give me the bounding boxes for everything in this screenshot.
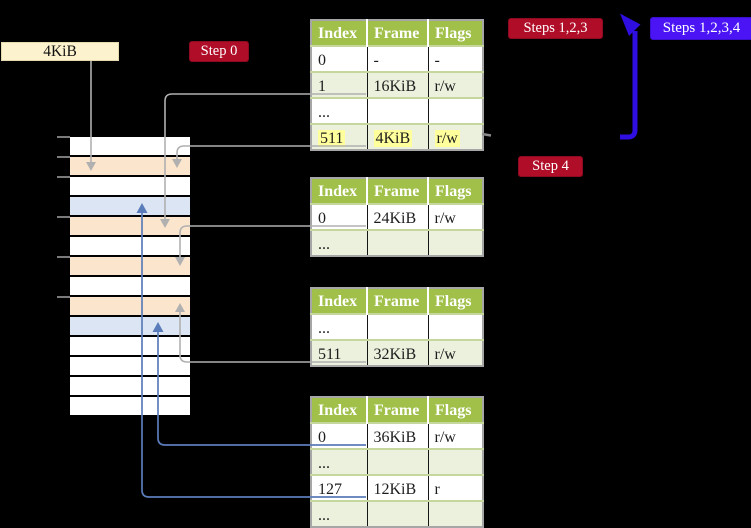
memory-row-blue <box>70 317 190 337</box>
cell-flags: r/w <box>427 422 483 449</box>
table-row: ... <box>311 500 483 527</box>
memory-row-orange <box>70 297 190 317</box>
cell-flags <box>427 448 483 475</box>
cell-index: ... <box>311 500 367 527</box>
table-row: 511 32KiB r/w <box>311 339 483 366</box>
table-row: 0 24KiB r/w <box>311 203 483 230</box>
frame-size-label: 4KiB <box>1 42 119 61</box>
cell-flags <box>427 313 483 340</box>
cell-flags: - <box>427 45 483 72</box>
cell-frame <box>366 448 428 475</box>
memory-row-white <box>70 337 190 357</box>
table-header-row: Index Frame Flags <box>311 178 483 204</box>
table-row: ... <box>311 313 483 340</box>
memory-row-orange <box>70 217 190 237</box>
table-header-row: Index Frame Flags <box>311 20 483 46</box>
column-header-frame: Frame <box>366 20 428 46</box>
highlighted-value: 4KiB <box>373 129 413 147</box>
cell-index: 0 <box>311 203 367 230</box>
badge-step-4: Step 4 <box>518 156 583 177</box>
memory-row-blue <box>70 197 190 217</box>
memory-row-white <box>70 357 190 377</box>
memory-row-white <box>70 137 190 157</box>
badge-step-0-text: Step 0 <box>200 43 238 60</box>
cell-frame <box>366 500 428 527</box>
cell-frame <box>366 313 428 340</box>
column-header-flags: Flags <box>427 20 483 46</box>
cell-frame: 36KiB <box>366 422 428 449</box>
page-table-3: Index Frame Flags ... 511 32KiB r/w <box>310 287 484 367</box>
table-header-row: Index Frame Flags <box>311 288 483 314</box>
cell-index: 0 <box>311 422 367 449</box>
steps-loop-arrow <box>620 13 641 140</box>
address-tick-marks <box>57 136 70 298</box>
column-header-index: Index <box>311 397 367 423</box>
column-header-index: Index <box>311 288 367 314</box>
memory-row-white <box>70 397 190 417</box>
table-row: 127 12KiB r <box>311 474 483 501</box>
highlighted-value: 511 <box>318 129 346 147</box>
memory-row-orange <box>70 157 190 177</box>
cell-frame: 12KiB <box>366 474 428 501</box>
column-header-index: Index <box>311 178 367 204</box>
cell-frame: 4KiB <box>366 123 428 150</box>
cell-index: ... <box>311 97 367 124</box>
table-row: ... <box>311 448 483 475</box>
page-table-1: Index Frame Flags 0 - - 1 16KiB r/w ... … <box>310 19 484 151</box>
frame-size-label-text: 4KiB <box>43 42 77 60</box>
cell-frame: 24KiB <box>366 203 428 230</box>
cell-index: 511 <box>311 123 367 150</box>
cell-frame: 32KiB <box>366 339 428 366</box>
cell-frame <box>366 97 428 124</box>
cell-index: ... <box>311 313 367 340</box>
column-header-frame: Frame <box>366 397 428 423</box>
cell-flags: r/w <box>427 339 483 366</box>
cell-index: 0 <box>311 45 367 72</box>
cell-flags: r/w <box>427 123 483 150</box>
cell-flags: r <box>427 474 483 501</box>
column-header-frame: Frame <box>366 178 428 204</box>
table-row: 0 - - <box>311 45 483 72</box>
cell-flags: r/w <box>427 203 483 230</box>
page-table-4: Index Frame Flags 0 36KiB r/w ... 127 12… <box>310 396 484 528</box>
badge-step-4-text: Step 4 <box>532 158 569 175</box>
badge-steps-1-2-3-4-text: Steps 1,2,3,4 <box>662 20 741 36</box>
cell-flags <box>427 500 483 527</box>
memory-column <box>70 137 190 417</box>
column-header-index: Index <box>311 20 367 46</box>
column-header-flags: Flags <box>427 288 483 314</box>
memory-row-orange <box>70 257 190 277</box>
highlighted-value: r/w <box>434 129 460 147</box>
cell-index: ... <box>311 448 367 475</box>
table-row: ... <box>311 229 483 256</box>
table-row: ... <box>311 97 483 124</box>
memory-row-white <box>70 377 190 397</box>
cell-frame <box>366 229 428 256</box>
cell-frame: - <box>366 45 428 72</box>
cell-flags: r/w <box>427 71 483 98</box>
table-row: 0 36KiB r/w <box>311 422 483 449</box>
badge-step-0: Step 0 <box>189 41 249 62</box>
table-row-highlighted: 511 4KiB r/w <box>311 123 483 150</box>
table-header-row: Index Frame Flags <box>311 397 483 423</box>
badge-steps-1-2-3: Steps 1,2,3 <box>508 18 603 39</box>
column-header-frame: Frame <box>366 288 428 314</box>
badge-steps-1-2-3-4: Steps 1,2,3,4 <box>650 17 751 40</box>
cell-index: 1 <box>311 71 367 98</box>
cell-frame: 16KiB <box>366 71 428 98</box>
column-header-flags: Flags <box>427 397 483 423</box>
memory-row-white <box>70 177 190 197</box>
memory-row-white <box>70 277 190 297</box>
page-table-2: Index Frame Flags 0 24KiB r/w ... <box>310 177 484 257</box>
table-row: 1 16KiB r/w <box>311 71 483 98</box>
badge-steps-1-2-3-text: Steps 1,2,3 <box>523 20 588 37</box>
memory-row-white <box>70 237 190 257</box>
cell-index: 127 <box>311 474 367 501</box>
cell-index: 511 <box>311 339 367 366</box>
cell-flags <box>427 97 483 124</box>
cell-flags <box>427 229 483 256</box>
column-header-flags: Flags <box>427 178 483 204</box>
cell-index: ... <box>311 229 367 256</box>
